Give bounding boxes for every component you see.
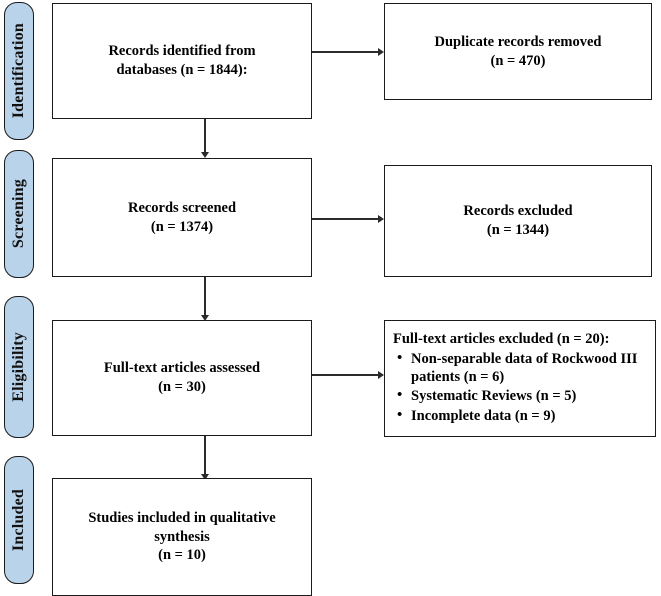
box-duplicate-records-removed: Duplicate records removed (n = 470) xyxy=(384,3,652,100)
arrowhead-to-screened xyxy=(201,152,209,158)
stage-label-eligibility: Eligibility xyxy=(10,332,27,402)
fulltext-assessed-line2: (n = 30) xyxy=(158,379,206,395)
box-records-identified-text: Records identified from databases (n = 1… xyxy=(108,42,255,79)
stage-pill-identification: Identification xyxy=(4,2,34,140)
connector-fulltext-to-included xyxy=(204,436,206,478)
arrowhead-to-fulltext-excluded xyxy=(378,371,384,379)
box-fulltext-excluded-content: Full-text articles excluded (n = 20): No… xyxy=(393,330,649,426)
records-screened-line2: (n = 1374) xyxy=(150,218,214,235)
list-item: Systematic Reviews (n = 5) xyxy=(393,386,649,405)
fulltext-excluded-heading: Full-text articles excluded (n = 20): xyxy=(393,331,610,347)
fulltext-excluded-reason-list: Non-separable data of Rockwood III patie… xyxy=(393,349,649,425)
list-item: Incomplete data (n = 9) xyxy=(393,406,649,425)
stage-pill-eligibility: Eligibility xyxy=(4,296,34,438)
connector-fulltext-to-fulltext-excluded xyxy=(312,374,378,376)
box-records-excluded-text: Records excluded (n = 1344) xyxy=(463,202,572,239)
records-identified-line2: databases (n = 1844): xyxy=(116,62,248,78)
arrowhead-to-duplicates xyxy=(378,48,384,56)
connector-identified-to-screened xyxy=(204,118,206,156)
records-screened-line1: Records screened xyxy=(127,199,237,216)
duplicates-line1: Duplicate records removed xyxy=(434,33,602,50)
box-duplicate-records-removed-text: Duplicate records removed (n = 470) xyxy=(435,33,602,70)
studies-included-line1: Studies included in qualitative xyxy=(88,510,276,527)
stage-pill-screening: Screening xyxy=(4,150,34,278)
list-item: Non-separable data of Rockwood III patie… xyxy=(393,349,649,387)
records-identified-line1: Records identified from xyxy=(108,43,256,60)
box-fulltext-assessed-text: Full-text articles assessed (n = 30) xyxy=(104,359,260,396)
stage-label-screening: Screening xyxy=(10,179,27,249)
records-excluded-line1: Records excluded xyxy=(463,203,573,220)
studies-included-line3: (n = 10) xyxy=(158,547,206,564)
connector-screened-to-excluded xyxy=(312,218,378,220)
box-fulltext-excluded: Full-text articles excluded (n = 20): No… xyxy=(384,320,656,437)
studies-included-line2: synthesis xyxy=(154,528,210,545)
box-studies-included: Studies included in qualitative synthesi… xyxy=(52,478,312,596)
box-studies-included-text: Studies included in qualitative synthesi… xyxy=(88,509,275,565)
box-records-identified: Records identified from databases (n = 1… xyxy=(52,3,312,119)
box-records-screened: Records screened (n = 1374) xyxy=(52,158,312,277)
fulltext-assessed-line1: Full-text articles assessed xyxy=(103,360,261,377)
arrowhead-to-records-excluded xyxy=(378,215,384,223)
connector-identified-to-duplicates xyxy=(312,51,378,53)
duplicates-line2: (n = 470) xyxy=(490,52,546,69)
connector-screened-to-fulltext xyxy=(204,277,206,319)
records-excluded-line2: (n = 1344) xyxy=(486,222,550,238)
box-records-excluded: Records excluded (n = 1344) xyxy=(384,165,652,277)
stage-pill-included: Included xyxy=(4,456,34,584)
box-records-screened-text: Records screened (n = 1374) xyxy=(128,199,236,236)
arrowhead-to-fulltext-assessed xyxy=(201,315,209,321)
stage-label-identification: Identification xyxy=(10,23,27,119)
stage-label-included: Included xyxy=(10,488,27,552)
arrowhead-to-included xyxy=(201,474,209,480)
box-fulltext-assessed: Full-text articles assessed (n = 30) xyxy=(52,320,312,436)
